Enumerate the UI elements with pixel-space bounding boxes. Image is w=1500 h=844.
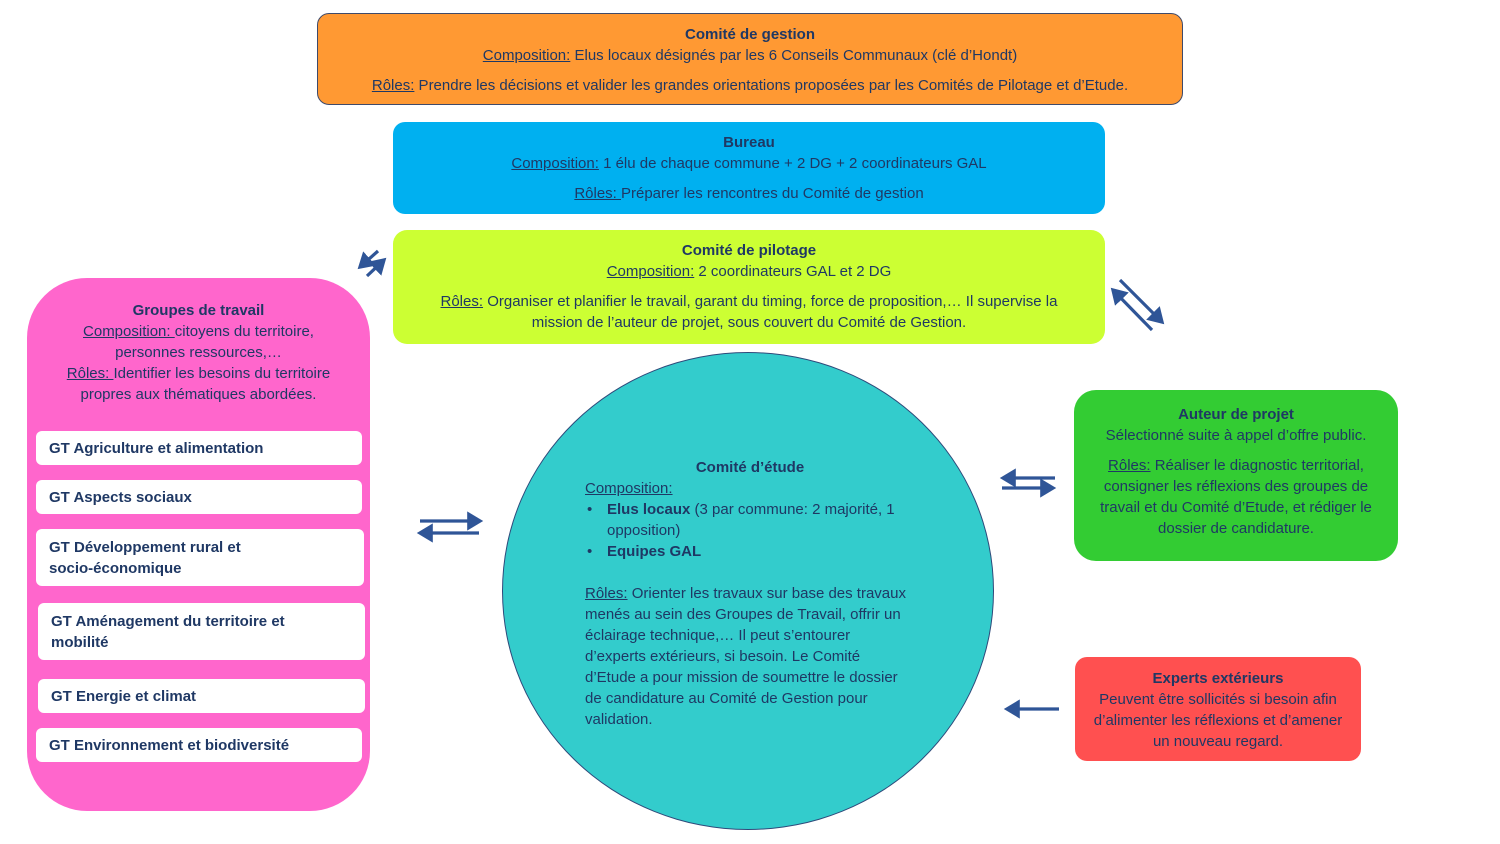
composition-text-line2: personnes ressources,…	[115, 344, 282, 361]
comite-pilotage-composition: Composition: 2 coordinateurs GAL et 2 DG	[393, 261, 1105, 282]
roles-text: Organiser et planifier le travail, garan…	[483, 293, 1058, 310]
groupes-travail-roles: Rôles: Identifier les besoins du territo…	[49, 363, 348, 384]
auteur-projet-subtitle: Sélectionné suite à appel d’offre public…	[1105, 427, 1367, 444]
roles-text-line2: mission de l’auteur de projet, sous couv…	[531, 314, 967, 331]
roles-text: Réaliser le diagnostic territorial, cons…	[1100, 457, 1372, 537]
roles-text: Orienter les travaux sur base des travau…	[585, 585, 906, 728]
composition-text: 1 élu de chaque commune + 2 DG + 2 coord…	[598, 155, 987, 172]
bullet-bold: Equipes GAL	[607, 543, 702, 560]
groupes-travail-box: Groupes de travail Composition: citoyens…	[27, 278, 370, 811]
composition-label: Composition:	[511, 155, 599, 172]
groupes-travail-composition: Composition: citoyens du territoire,	[49, 321, 348, 342]
comite-etude-title: Comité d’étude	[695, 459, 805, 476]
bureau-box: Bureau Composition: 1 élu de chaque comm…	[393, 122, 1105, 214]
roles-text-line2: propres aux thématiques abordées.	[80, 386, 317, 403]
comite-pilotage-box: Comité de pilotage Composition: 2 coordi…	[393, 230, 1105, 344]
gt-item-developpement-rural: GT Développement rural et socio-économiq…	[36, 529, 364, 586]
roles-label: Rôles:	[66, 365, 114, 382]
composition-list: Elus locaux (3 par commune: 2 majorité, …	[585, 499, 915, 562]
comite-gestion-composition: Composition: Elus locaux désignés par le…	[318, 45, 1182, 66]
composition-item-elus: Elus locaux (3 par commune: 2 majorité, …	[585, 499, 915, 541]
composition-text: Elus locaux désignés par les 6 Conseils …	[570, 47, 1018, 64]
comite-gestion-box: Comité de gestion Composition: Elus loca…	[317, 13, 1183, 105]
arrow-to-comite-pilotage-right	[1110, 287, 1154, 332]
composition-text: 2 coordinateurs GAL et 2 DG	[694, 263, 892, 280]
groupes-travail-title: Groupes de travail	[132, 302, 265, 319]
roles-text: Identifier les besoins du territoire	[113, 365, 331, 382]
comite-gestion-title: Comité de gestion	[684, 26, 815, 43]
composition-label: Composition:	[83, 323, 175, 340]
auteur-projet-roles: Rôles: Réaliser le diagnostic territoria…	[1092, 455, 1380, 539]
bullet-bold: Elus locaux	[607, 501, 691, 518]
comite-pilotage-title: Comité de pilotage	[681, 242, 817, 259]
bureau-title: Bureau	[723, 134, 775, 151]
experts-exterieurs-title: Experts extérieurs	[1152, 670, 1284, 687]
auteur-projet-box: Auteur de projet Sélectionné suite à app…	[1074, 390, 1398, 561]
roles-label: Rôles:	[1108, 457, 1151, 474]
roles-label: Rôles:	[585, 585, 628, 602]
composition-item-equipes: Equipes GAL	[585, 541, 915, 562]
roles-label: Rôles:	[574, 185, 621, 202]
comite-etude-roles: Rôles: Orienter les travaux sur base des…	[585, 583, 915, 730]
roles-label: Rôles:	[371, 77, 415, 94]
bureau-composition: Composition: 1 élu de chaque commune + 2…	[393, 153, 1105, 174]
composition-label: Composition:	[585, 480, 673, 497]
roles-text: Prendre les décisions et valider les gra…	[414, 77, 1129, 94]
experts-exterieurs-text: Peuvent être sollicités si besoin afin d…	[1093, 691, 1343, 750]
composition-label: Composition:	[606, 263, 695, 280]
arrow-to-comite-pilotage	[365, 257, 387, 278]
composition-label: Composition:	[482, 47, 571, 64]
roles-text: Préparer les rencontres du Comité de ges…	[621, 185, 924, 202]
bureau-roles: Rôles: Préparer les rencontres du Comité…	[393, 183, 1105, 204]
comite-pilotage-roles: Rôles: Organiser et planifier le travail…	[393, 291, 1105, 312]
gt-item-energie-climat: GT Energie et climat	[38, 679, 365, 713]
roles-label: Rôles:	[440, 293, 484, 310]
experts-exterieurs-box: Experts extérieurs Peuvent être sollicit…	[1075, 657, 1361, 761]
bullet-text: (3 par commune: 2 majorité, 1 opposition…	[607, 501, 895, 539]
arrow-to-auteur-projet	[1118, 278, 1165, 325]
gt-item-agriculture: GT Agriculture et alimentation	[36, 431, 362, 465]
gt-item-environnement: GT Environnement et biodiversité	[36, 728, 362, 762]
gt-item-aspects-sociaux: GT Aspects sociaux	[36, 480, 362, 514]
composition-text: citoyens du territoire,	[174, 323, 314, 340]
comite-etude-circle: Comité d’étude Composition: Elus locaux …	[502, 352, 994, 830]
arrow-to-groupes-travail	[357, 249, 380, 270]
gt-item-amenagement: GT Aménagement du territoire et mobilité	[38, 603, 365, 660]
auteur-projet-title: Auteur de projet	[1178, 406, 1294, 423]
comite-gestion-roles: Rôles: Prendre les décisions et valider …	[318, 75, 1182, 96]
